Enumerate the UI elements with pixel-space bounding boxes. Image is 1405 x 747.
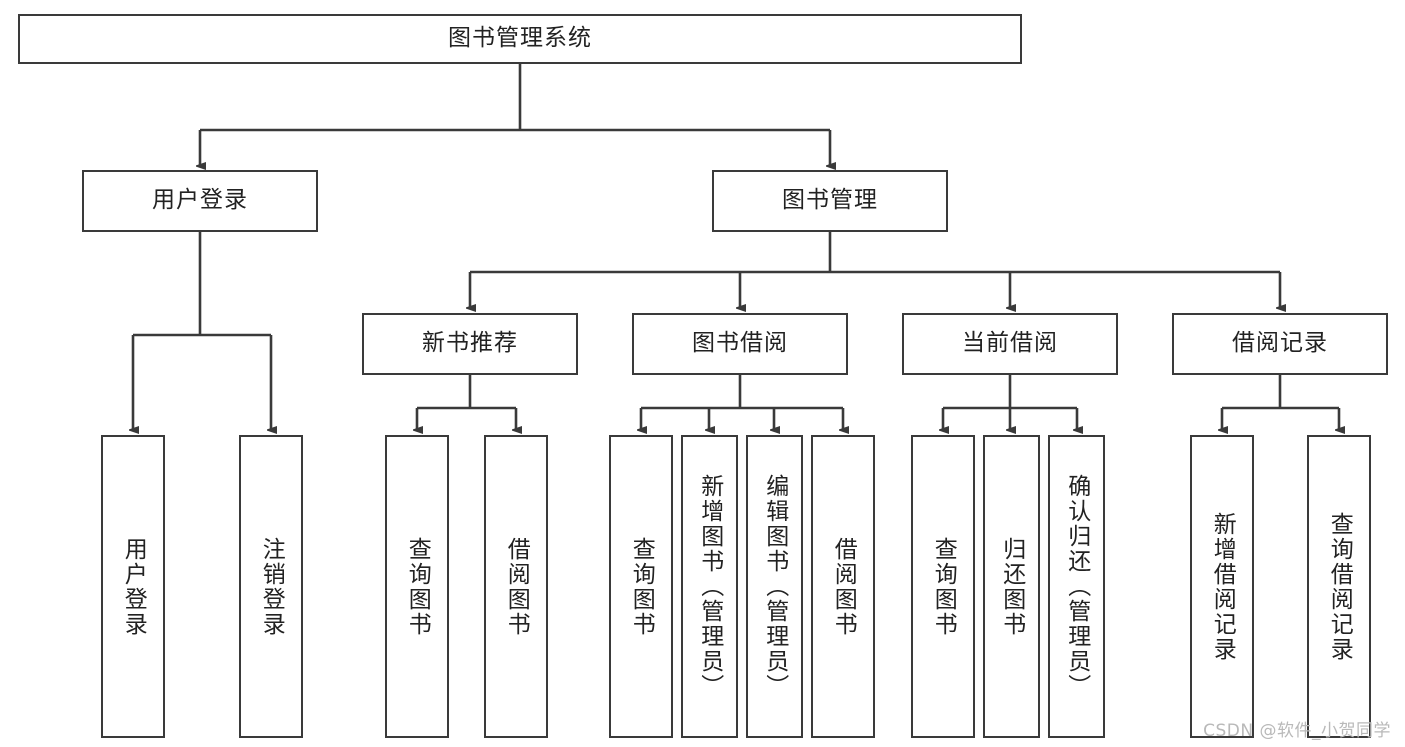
node-new-book-recommend[interactable]: 新书推荐 xyxy=(362,313,578,375)
leaf-query-book-borrow-label: 查询图书 xyxy=(628,536,655,637)
leaf-logout[interactable]: 注销登录 xyxy=(239,435,303,738)
leaf-user-login-label: 用户登录 xyxy=(120,536,147,637)
leaf-query-book-current-label: 查询图书 xyxy=(930,536,957,637)
leaf-query-borrow-record-label: 查询借阅记录 xyxy=(1326,511,1353,662)
leaf-query-borrow-record[interactable]: 查询借阅记录 xyxy=(1307,435,1371,738)
leaf-logout-label: 注销登录 xyxy=(258,536,285,637)
leaf-borrow-book-label: 借阅图书 xyxy=(830,536,857,637)
leaf-borrow-book[interactable]: 借阅图书 xyxy=(811,435,875,738)
node-book-borrow-label: 图书借阅 xyxy=(692,330,788,357)
node-user-login[interactable]: 用户登录 xyxy=(82,170,318,232)
leaf-return-book[interactable]: 归还图书 xyxy=(983,435,1040,738)
leaf-confirm-return-admin[interactable]: 确认归还（管理员） xyxy=(1048,435,1105,738)
leaf-edit-book-admin-label: 编辑图书（管理员） xyxy=(761,474,788,699)
leaf-add-book-admin-label: 新增图书（管理员） xyxy=(696,474,723,699)
leaf-borrow-book-newbook-label: 借阅图书 xyxy=(503,536,530,637)
node-borrow-record-label: 借阅记录 xyxy=(1232,330,1328,357)
csdn-watermark: CSDN @软件_小贺同学 xyxy=(1203,721,1391,741)
leaf-edit-book-admin[interactable]: 编辑图书（管理员） xyxy=(746,435,803,738)
node-user-login-label: 用户登录 xyxy=(152,187,248,214)
node-book-management-label: 图书管理 xyxy=(782,187,878,214)
node-root-label: 图书管理系统 xyxy=(448,25,592,52)
node-borrow-record[interactable]: 借阅记录 xyxy=(1172,313,1388,375)
leaf-user-login[interactable]: 用户登录 xyxy=(101,435,165,738)
leaf-query-book-newbook-label: 查询图书 xyxy=(404,536,431,637)
leaf-query-book-newbook[interactable]: 查询图书 xyxy=(385,435,449,738)
leaf-confirm-return-admin-label: 确认归还（管理员） xyxy=(1063,474,1090,699)
leaf-borrow-book-newbook[interactable]: 借阅图书 xyxy=(484,435,548,738)
node-current-borrow[interactable]: 当前借阅 xyxy=(902,313,1118,375)
leaf-return-book-label: 归还图书 xyxy=(998,536,1025,637)
leaf-add-borrow-record[interactable]: 新增借阅记录 xyxy=(1190,435,1254,738)
leaf-add-borrow-record-label: 新增借阅记录 xyxy=(1209,511,1236,662)
leaf-add-book-admin[interactable]: 新增图书（管理员） xyxy=(681,435,738,738)
node-root[interactable]: 图书管理系统 xyxy=(18,14,1022,64)
leaf-query-book-current[interactable]: 查询图书 xyxy=(911,435,975,738)
leaf-query-book-borrow[interactable]: 查询图书 xyxy=(609,435,673,738)
node-current-borrow-label: 当前借阅 xyxy=(962,330,1058,357)
node-new-book-recommend-label: 新书推荐 xyxy=(422,330,518,357)
node-book-borrow[interactable]: 图书借阅 xyxy=(632,313,848,375)
node-book-management[interactable]: 图书管理 xyxy=(712,170,948,232)
